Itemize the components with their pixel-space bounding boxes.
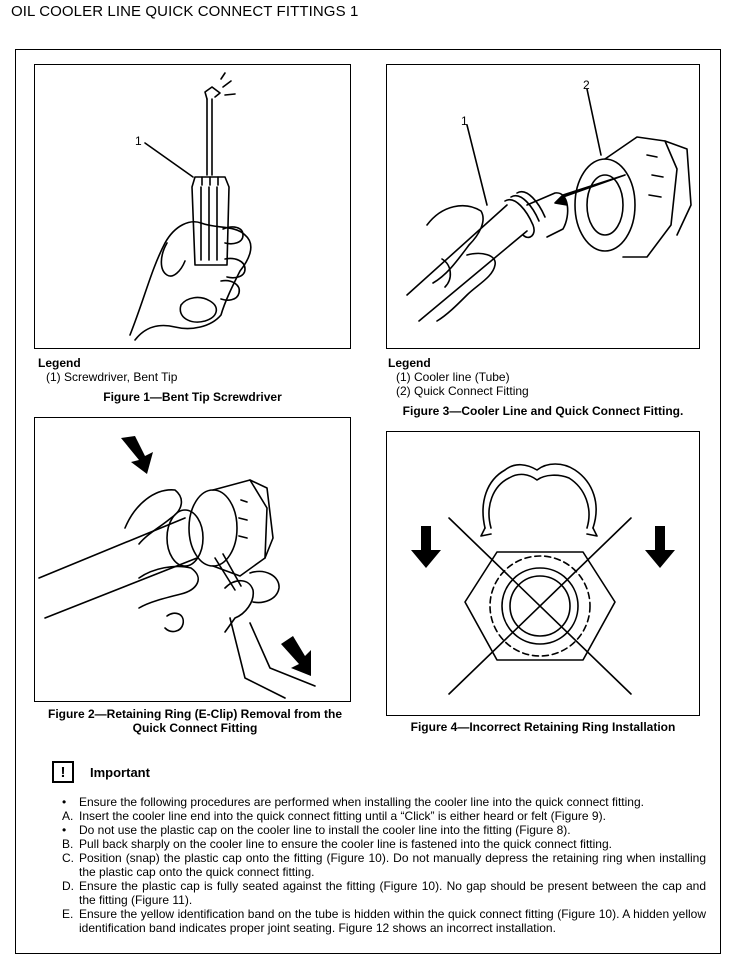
page-title: OIL COOLER LINE QUICK CONNECT FITTINGS 1 bbox=[11, 3, 359, 20]
step-item: • Do not use the plastic cap on the cool… bbox=[62, 823, 706, 837]
figure-1-illustration: 1 bbox=[34, 64, 351, 349]
legend-heading: Legend bbox=[388, 356, 431, 370]
figure-1-legend: Legend (1) Screwdriver, Bent Tip bbox=[38, 356, 177, 384]
e-clip-removal-drawing bbox=[38, 436, 316, 699]
callout-2: 2 bbox=[583, 78, 590, 92]
important-icon: ! bbox=[52, 761, 74, 783]
step-text: Ensure the yellow identification band on… bbox=[79, 907, 706, 935]
figure-4-illustration bbox=[386, 431, 700, 716]
step-marker: A. bbox=[62, 809, 74, 823]
important-label: Important bbox=[90, 765, 150, 780]
legend-item: (2) Quick Connect Fitting bbox=[396, 384, 529, 398]
step-marker: C. bbox=[62, 851, 74, 865]
figure-4-caption: Figure 4—Incorrect Retaining Ring Instal… bbox=[410, 720, 676, 734]
step-text: Insert the cooler line end into the quic… bbox=[79, 809, 606, 823]
cooler-line-fitting-drawing: 1 2 bbox=[406, 78, 692, 322]
figure-1-caption: Figure 1—Bent Tip Screwdriver bbox=[103, 390, 282, 404]
legend-item: (1) Screwdriver, Bent Tip bbox=[46, 370, 178, 384]
caption-line: Quick Connect Fitting bbox=[132, 721, 258, 735]
step-text: Ensure the following procedures are perf… bbox=[79, 795, 644, 809]
incorrect-ring-drawing bbox=[411, 463, 675, 695]
figure-2-caption: Figure 2—Retaining Ring (E-Clip) Removal… bbox=[34, 707, 356, 735]
step-text: Position (snap) the plastic cap onto the… bbox=[79, 851, 706, 879]
figure-3-illustration: 1 2 bbox=[386, 64, 700, 349]
step-marker: B. bbox=[62, 837, 74, 851]
callout-1: 1 bbox=[461, 114, 468, 128]
caption-line: Figure 2—Retaining Ring (E-Clip) Removal… bbox=[47, 707, 343, 721]
step-item: D. Ensure the plastic cap is fully seate… bbox=[62, 879, 706, 907]
legend-item: (1) Cooler line (Tube) bbox=[396, 370, 510, 384]
step-item: • Ensure the following procedures are pe… bbox=[62, 795, 706, 809]
step-text: Do not use the plastic cap on the cooler… bbox=[79, 823, 571, 837]
step-marker: D. bbox=[62, 879, 74, 893]
step-text: Ensure the plastic cap is fully seated a… bbox=[79, 879, 706, 907]
step-item: B. Pull back sharply on the cooler line … bbox=[62, 837, 706, 851]
figure-3-caption: Figure 3—Cooler Line and Quick Connect F… bbox=[402, 404, 684, 418]
step-item: E. Ensure the yellow identification band… bbox=[62, 907, 706, 935]
step-marker: E. bbox=[62, 907, 74, 921]
step-item: A. Insert the cooler line end into the q… bbox=[62, 809, 706, 823]
figure-2-illustration bbox=[34, 417, 351, 702]
callout-1: 1 bbox=[135, 134, 142, 148]
step-marker: • bbox=[62, 795, 67, 809]
procedure-steps: • Ensure the following procedures are pe… bbox=[62, 795, 706, 935]
step-item: C. Position (snap) the plastic cap onto … bbox=[62, 851, 706, 879]
step-marker: • bbox=[62, 823, 67, 837]
legend-heading: Legend bbox=[38, 356, 81, 370]
step-text: Pull back sharply on the cooler line to … bbox=[79, 837, 612, 851]
figure-3-legend: Legend (1) Cooler line (Tube) (2) Quick … bbox=[388, 356, 529, 398]
bent-tip-screwdriver-drawing: 1 bbox=[129, 72, 252, 341]
